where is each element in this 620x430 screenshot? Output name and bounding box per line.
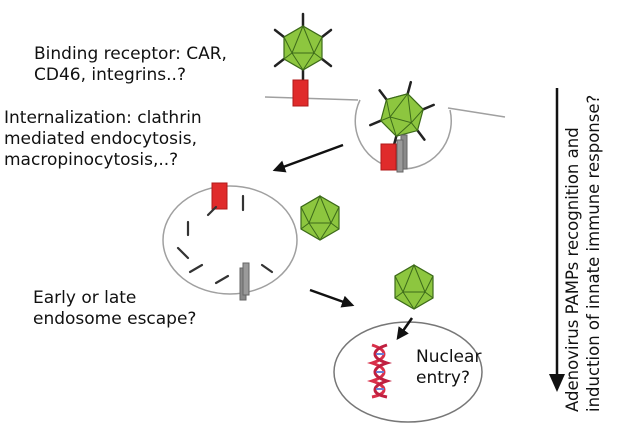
escape-line-2: endosome escape? <box>33 309 197 329</box>
plasma-membrane <box>264 96 359 101</box>
viral-dna-icon <box>366 343 393 399</box>
nuclear-line-2: entry? <box>416 368 470 388</box>
nuclear-line-1: Nuclear <box>416 347 482 367</box>
side-line-2: induction of innate immune response? <box>584 94 603 412</box>
endosome-virus <box>300 195 340 241</box>
binding-receptor-label: Binding receptor: CAR, CD46, integrins..… <box>34 44 227 86</box>
integrin-in-pit-2 <box>396 139 404 173</box>
arrow-internalization <box>272 143 344 173</box>
timeline-arrowhead <box>549 374 565 392</box>
binding-line-1: Binding receptor: CAR, <box>34 44 227 64</box>
car-receptor <box>292 79 309 107</box>
internalization-line-3: macropinocytosis,..? <box>4 150 179 170</box>
internalization-line-1: Internalization: clathrin <box>4 108 202 128</box>
endosome-escape-label: Early or late endosome escape? <box>33 288 196 330</box>
escape-line-1: Early or late <box>33 288 137 308</box>
virus-at-nucleus <box>394 264 434 310</box>
endosome <box>162 185 298 295</box>
virus-binding <box>273 12 333 86</box>
arrow-escape <box>309 288 355 308</box>
integrin-endosome-2 <box>242 262 250 296</box>
receptor-in-pit <box>380 143 397 171</box>
binding-line-2: CD46, integrins..? <box>34 65 186 85</box>
receptor-endosome <box>211 182 228 210</box>
nuclear-entry-label: Nuclear entry? <box>416 347 481 389</box>
internalization-line-2: mediated endocytosis, <box>4 129 198 149</box>
arrow-nuclear-entry <box>396 317 414 341</box>
released-fibers <box>176 194 274 285</box>
pamps-recognition-label: Adenovirus PAMPs recognition and inducti… <box>562 95 604 412</box>
plasma-membrane-right <box>447 107 506 118</box>
internalization-label: Internalization: clathrin mediated endoc… <box>4 108 202 171</box>
side-line-1: Adenovirus PAMPs recognition and <box>563 127 582 412</box>
